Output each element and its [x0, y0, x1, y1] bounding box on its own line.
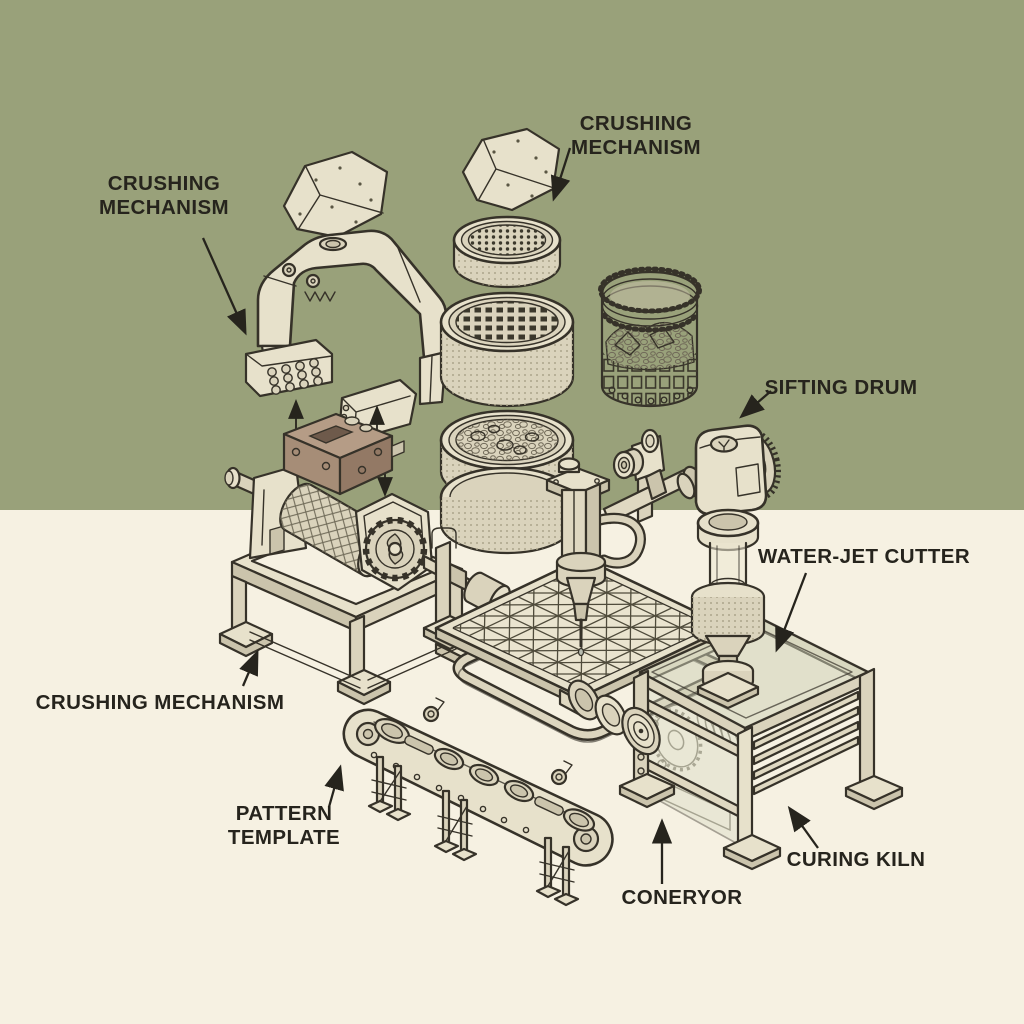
- curing-kiln: [618, 616, 904, 871]
- water-droplet: [577, 647, 585, 657]
- label-line: CRUSHING: [107, 172, 221, 195]
- label-line: PATTERN: [235, 802, 333, 825]
- raw-stone-small: [461, 127, 561, 212]
- belt-slot: [534, 796, 564, 816]
- sieve-stack: [439, 215, 575, 555]
- transfer-rollers: [558, 679, 661, 756]
- arrow-crushing-mechanism-bottom: [239, 649, 259, 687]
- belt-rings: [374, 718, 596, 832]
- label-line: TEMPLATE: [227, 826, 341, 849]
- label-line: MECHANISM: [570, 136, 702, 159]
- label-crushing-mechanism-top: CRUSHING MECHANISM: [571, 112, 701, 160]
- label-line: CRUSHING MECHANISM: [35, 691, 285, 714]
- guide-roller: [422, 697, 573, 786]
- water-jet-nozzle: [545, 457, 646, 657]
- label-arrows: [201, 147, 819, 884]
- arrow-crushing-mechanism-top: [550, 147, 572, 202]
- label-pattern-template: PATTERN TEMPLATE: [228, 802, 340, 850]
- basket-teeth-crown: [598, 266, 702, 314]
- label-line: SIFTING DRUM: [764, 376, 918, 399]
- belt-slot: [404, 735, 434, 755]
- label-crushing-mechanism-left: CRUSHING MECHANISM: [99, 172, 229, 220]
- conveyor-belt: [342, 697, 614, 907]
- conveyor-trestles: [367, 755, 580, 907]
- arrow-curing-kiln: [787, 805, 819, 849]
- raw-stone-large: [282, 150, 389, 239]
- label-line: WATER-JET CUTTER: [757, 545, 971, 568]
- arrow-crushing-mechanism-left: [201, 237, 247, 336]
- label-line: CRUSHING: [579, 112, 693, 135]
- arrow-sifting-drum: [739, 390, 772, 419]
- studded-jaw: [267, 358, 323, 395]
- label-line: CURING KILN: [786, 848, 926, 871]
- claw-crusher: [244, 229, 448, 442]
- label-sifting-drum: SIFTING DRUM: [765, 376, 918, 400]
- drive-linkage: [602, 428, 706, 525]
- sieve-small: [452, 215, 562, 289]
- toothed-sifting-basket: [598, 266, 702, 408]
- label-line: MECHANISM: [98, 196, 230, 219]
- arrow-water-jet-cutter: [775, 572, 808, 653]
- label-water-jet-cutter: WATER-JET CUTTER: [758, 545, 970, 569]
- hopper-vessel: [690, 508, 766, 710]
- drive-gearbox: [694, 424, 781, 516]
- label-curing-kiln: CURING KILN: [787, 848, 926, 872]
- sieve-medium: [439, 291, 575, 408]
- label-conveyor: CONERYOR: [622, 886, 743, 910]
- arrow-pattern-template: [324, 764, 344, 808]
- label-line: CONERYOR: [621, 886, 743, 909]
- die-block: [282, 412, 405, 496]
- label-crushing-mechanism-bottom: CRUSHING MECHANISM: [36, 691, 285, 715]
